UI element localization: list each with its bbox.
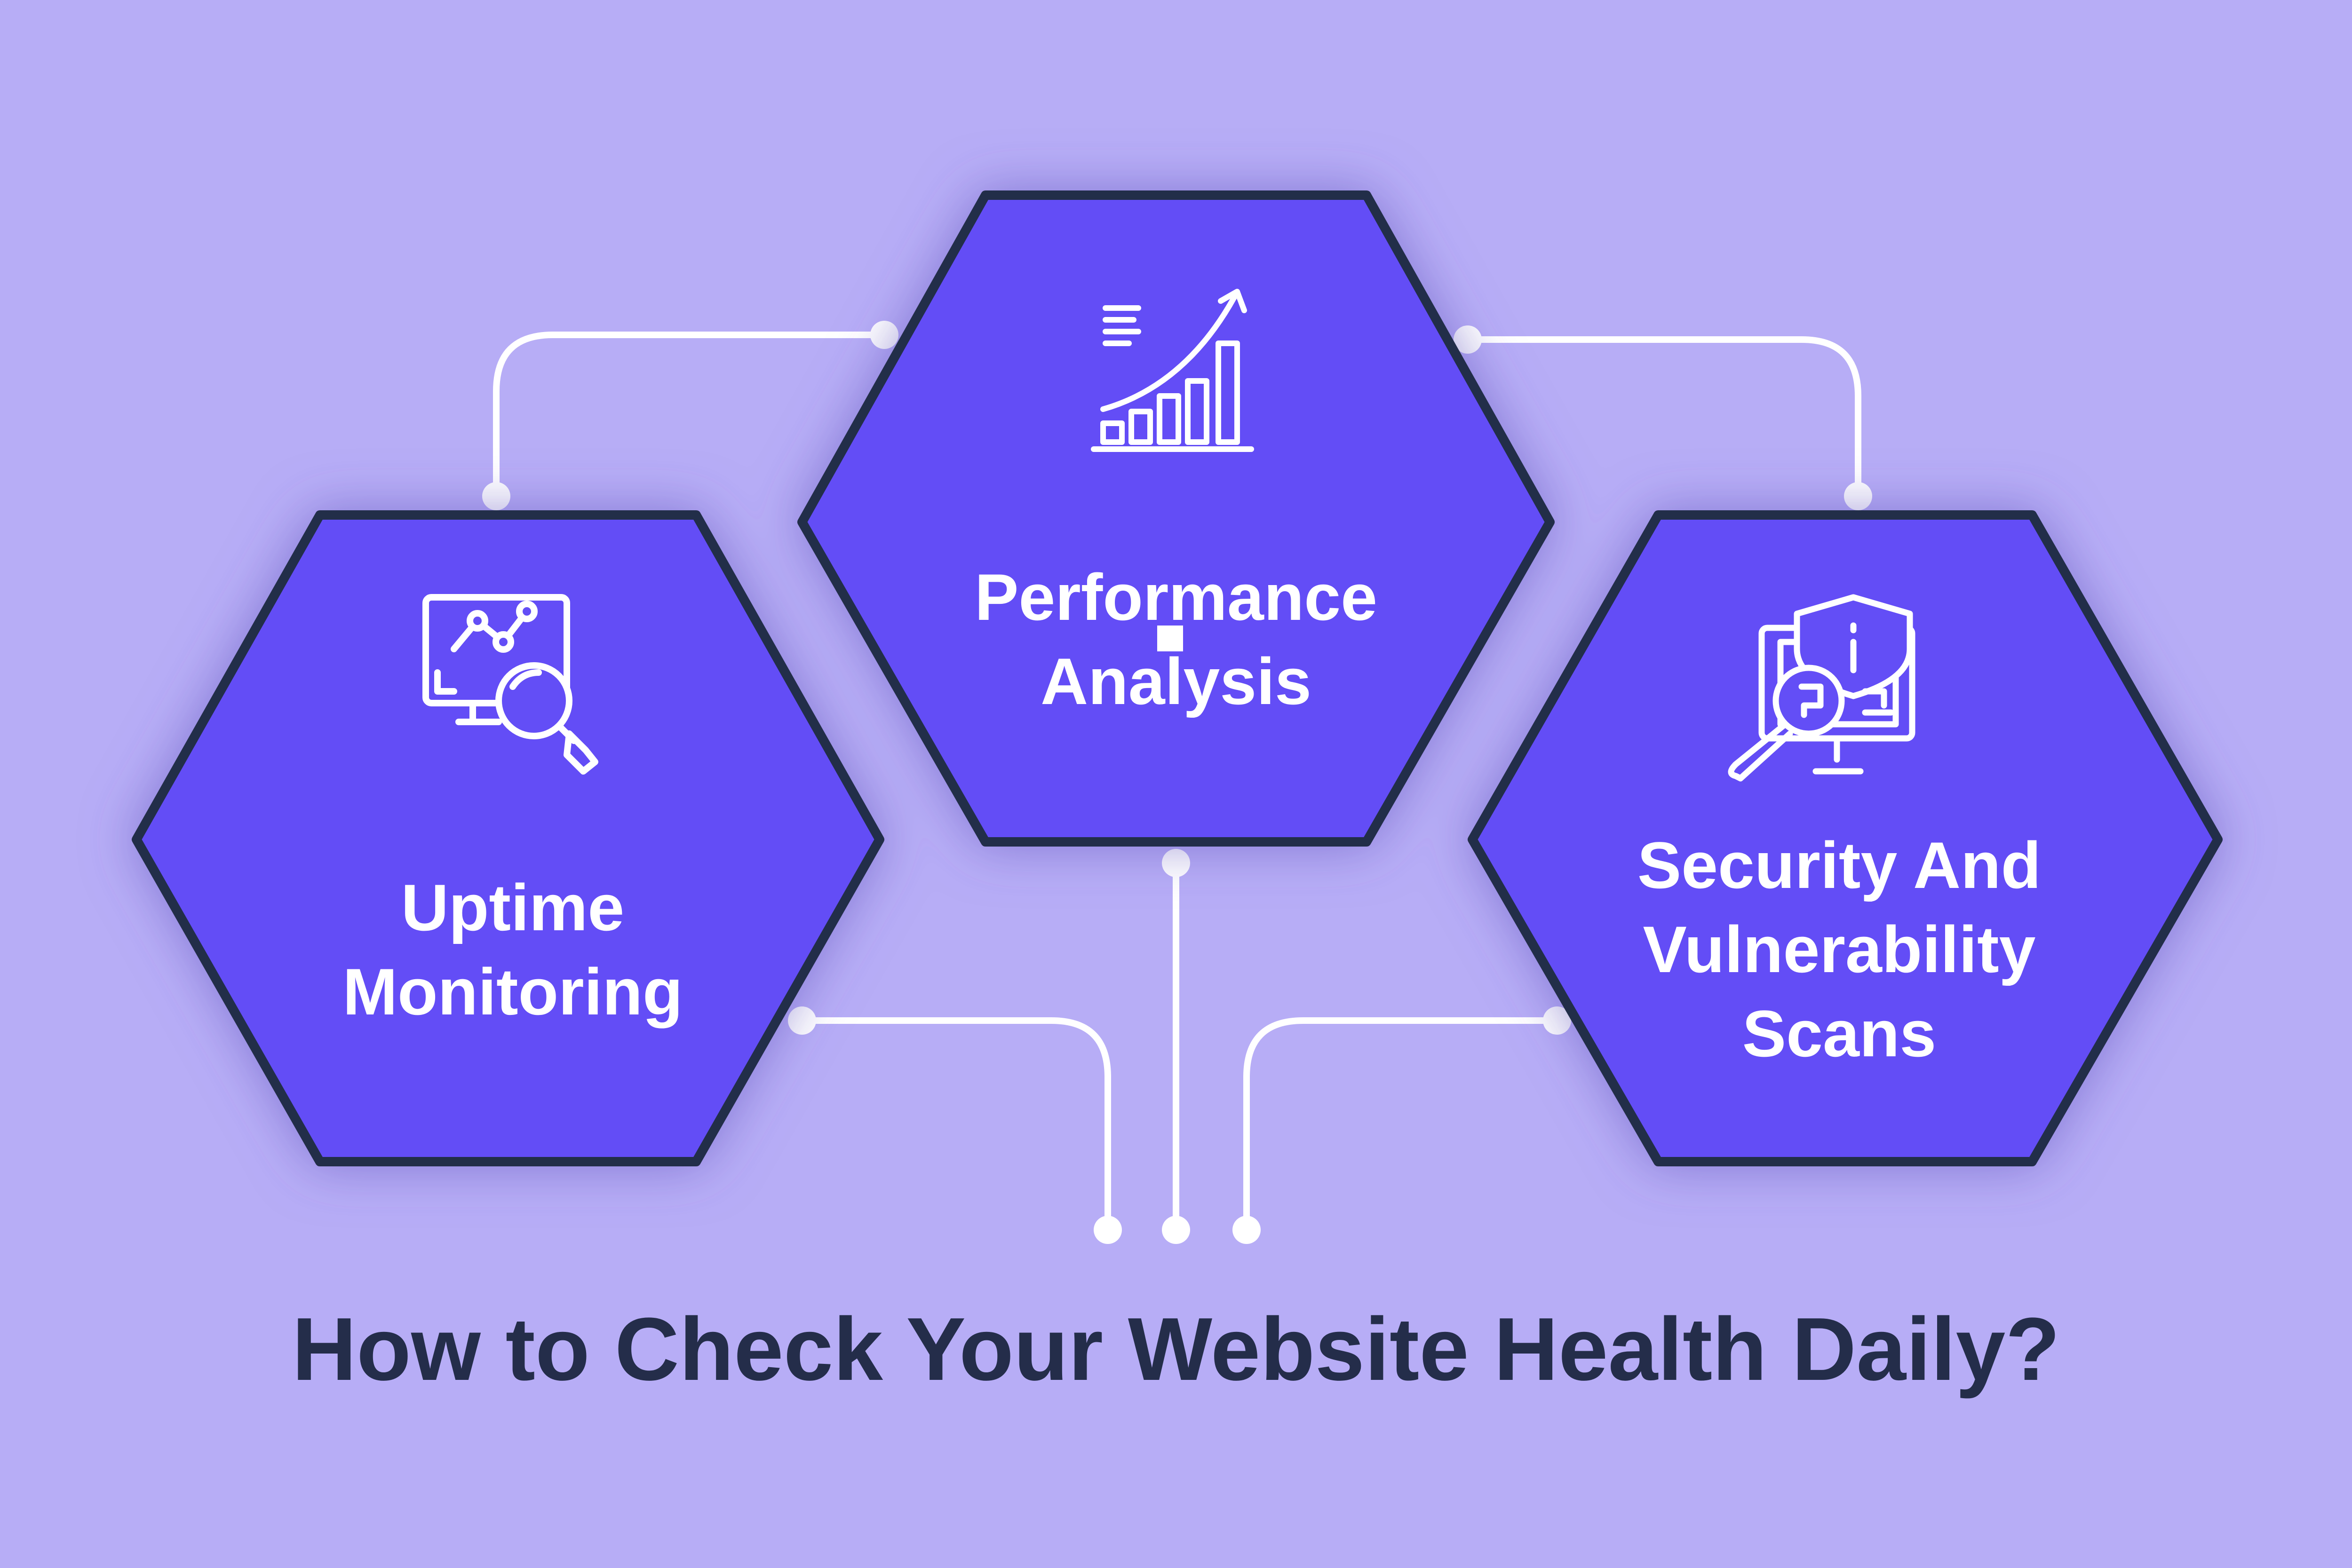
node-label-line: Performance — [975, 560, 1377, 634]
connector-dot — [482, 482, 510, 510]
hexagon-uptime[interactable] — [132, 510, 884, 1166]
node-label-line: Uptime — [401, 871, 625, 944]
node-label-line: Vulnerability — [1643, 912, 2036, 987]
connector-right-bottom — [1243, 1017, 1560, 1233]
page-title: How to Check Your Website Health Daily? — [292, 1299, 2060, 1399]
connector-left-bottom — [799, 1017, 1111, 1233]
growth-bar-chart-icon — [1091, 289, 1254, 452]
connector-top-right — [1464, 336, 1861, 499]
monitor-magnifier-icon — [422, 594, 598, 775]
connector-dot — [1162, 849, 1190, 877]
connector-dot — [1162, 1216, 1190, 1244]
connector-top-left — [493, 332, 888, 499]
node-label-security: Security And Vulnerability Scans — [1510, 823, 2169, 1076]
connectors — [493, 332, 1861, 1233]
connector-dots — [482, 321, 1872, 1244]
hexagon-security[interactable] — [1468, 510, 2223, 1166]
connector-dot — [1543, 1006, 1571, 1035]
connector-dot — [1454, 325, 1482, 354]
connector-dot — [788, 1006, 816, 1035]
shield-scan-icon — [1728, 594, 1915, 782]
marker-square — [1157, 626, 1183, 651]
node-label-uptime: Uptime Monitoring — [183, 865, 842, 1034]
connector-dot — [1232, 1216, 1261, 1244]
node-label-line: Scans — [1742, 997, 1937, 1071]
node-label-performance: Performance Analysis — [847, 555, 1505, 723]
node-label-line: Monitoring — [342, 955, 683, 1029]
hexagons — [132, 190, 2223, 1166]
connector-dot — [870, 321, 898, 349]
connector-dot — [1844, 482, 1872, 510]
node-label-line: Analysis — [1041, 644, 1311, 719]
hexagon-performance[interactable] — [797, 190, 1555, 847]
node-label-line: Security And — [1637, 828, 2042, 902]
connector-dot — [1094, 1216, 1122, 1244]
